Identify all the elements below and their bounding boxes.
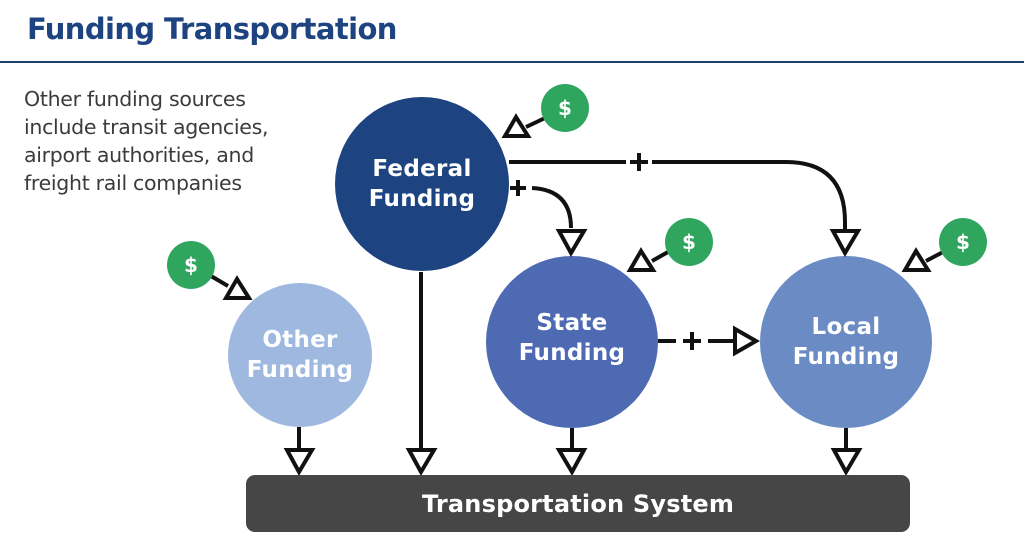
link-federal-state — [531, 186, 573, 229]
arrowhead-icon — [830, 448, 863, 477]
plus-icon — [510, 180, 526, 196]
node-label-line: State — [536, 310, 608, 336]
plus-icon — [630, 153, 648, 171]
other-funding-label: Other Funding — [228, 283, 372, 427]
money-connector-federal — [525, 116, 546, 129]
arrowhead-icon — [555, 448, 588, 477]
node-label-line: Federal — [372, 156, 472, 182]
node-label-line: Funding — [518, 340, 626, 366]
arrowhead-icon — [283, 448, 316, 477]
arrowhead-icon — [222, 275, 253, 300]
side-note: Other funding sources include transit ag… — [24, 85, 324, 197]
dollar-icon: $ — [665, 218, 713, 266]
link-federal-local-curve — [652, 160, 847, 230]
local-funding-label: Local Funding — [760, 256, 932, 428]
dollar-icon: $ — [939, 218, 987, 266]
arrowhead-icon — [555, 229, 588, 258]
side-note-line: include transit agencies, — [24, 115, 269, 139]
side-note-line: freight rail companies — [24, 171, 242, 195]
money-connector-state — [651, 250, 669, 263]
transportation-system-box: Transportation System — [246, 475, 910, 532]
money-connector-local — [925, 250, 944, 263]
arrowhead-icon — [626, 247, 657, 272]
federal-funding-label: Federal Funding — [335, 97, 509, 271]
other-funding-node — [228, 283, 372, 427]
state-funding-node — [486, 256, 658, 428]
arrowhead-icon — [405, 448, 438, 477]
arrowhead-icon — [733, 325, 761, 357]
dollar-icon: $ — [167, 241, 215, 289]
title-divider — [0, 61, 1024, 63]
node-label-line: Funding — [368, 186, 476, 212]
node-label-line: Other — [262, 327, 338, 353]
federal-funding-node — [335, 97, 509, 271]
arrowhead-icon — [901, 247, 932, 272]
arrowhead-icon — [501, 113, 532, 138]
transportation-system-label: Transportation System — [421, 489, 735, 518]
node-label-line: Funding — [792, 344, 900, 370]
side-note-line: Other funding sources — [24, 87, 246, 111]
state-funding-label: State Funding — [486, 252, 658, 424]
dollar-icon: $ — [541, 84, 589, 132]
money-connector-other — [209, 274, 230, 288]
side-note-line: airport authorities, and — [24, 143, 254, 167]
page-title: Funding Transportation — [27, 12, 397, 46]
plus-icon — [683, 332, 701, 350]
node-label-line: Local — [811, 314, 881, 340]
arrowhead-icon — [829, 229, 862, 258]
local-funding-node — [760, 256, 932, 428]
node-label-line: Funding — [246, 357, 354, 383]
